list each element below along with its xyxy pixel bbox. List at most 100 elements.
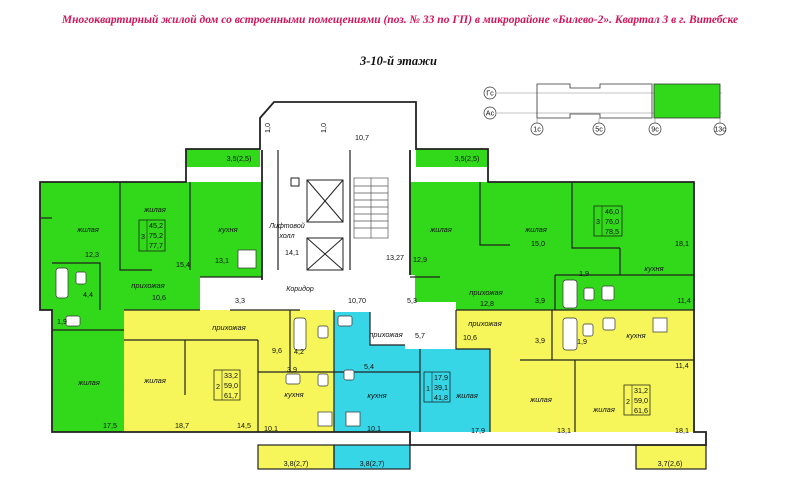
area-value: 4,4: [83, 290, 93, 299]
area-value: 5,7: [415, 331, 425, 340]
area-value: 10,6: [152, 293, 166, 302]
room-label-hall: прихожая: [469, 288, 502, 297]
bathroom-fixtures: [55, 249, 668, 427]
apartment-total-area-balcony: 41,8: [434, 393, 448, 402]
apartment-box-yellow-right: 2 31,2 59,0 61,6: [623, 384, 651, 416]
room-label-hall: прихожая: [468, 319, 501, 328]
area-value: 17,5: [103, 421, 117, 430]
area-value: 15,0: [531, 239, 545, 248]
area-value: 3,8(2,7): [284, 459, 309, 468]
axis-label-5: 5с: [595, 125, 603, 134]
room-label-lift-hall: Лифтовой: [268, 222, 305, 230]
area-value: 5,4: [364, 362, 374, 371]
apartment-living-area: 33,2: [224, 371, 238, 380]
room-label-living: жилая: [143, 205, 166, 214]
area-value: 12,8: [480, 299, 494, 308]
room-label-corridor: Коридор: [286, 285, 314, 293]
area-value: 14,5: [237, 421, 251, 430]
apartment-total-area: 76,0: [605, 217, 619, 226]
apartment-box-green-top-left: 3 45,2 75,2 77,7: [138, 219, 166, 252]
area-value: 1,9: [57, 317, 67, 326]
apartment-total-area-balcony: 78,5: [605, 227, 619, 236]
area-value: 10,1: [367, 424, 381, 433]
elevator-core: [290, 177, 344, 271]
area-value: 10,1: [264, 424, 278, 433]
axis-label-9: 9с: [651, 125, 659, 134]
area-value: 13,1: [215, 256, 229, 265]
apartment-rooms: 2: [216, 382, 220, 391]
area-value: 3,5(2,5): [227, 154, 252, 163]
area-value: 10,7: [355, 133, 369, 142]
room-label-living: жилая: [429, 225, 452, 234]
room-label-kitchen: кухня: [218, 225, 237, 234]
area-value: 11,4: [675, 361, 688, 370]
area-value: 3,7(2,6): [658, 459, 683, 468]
area-value: 3,9: [535, 296, 545, 305]
area-value: 14,1: [285, 248, 299, 257]
room-label-living: жилая: [143, 376, 166, 385]
room-label-hall: прихожая: [131, 281, 164, 290]
area-value: 11,4: [677, 296, 690, 305]
apartment-rooms: 2: [626, 397, 630, 406]
area-value: 18,7: [175, 421, 189, 430]
room-label-living: жилая: [524, 225, 547, 234]
area-value: 1,0: [263, 123, 272, 133]
apartment-total-area-balcony: 61,6: [634, 406, 648, 415]
area-value: 3,9: [287, 365, 297, 374]
area-value: 9,6: [272, 346, 282, 355]
room-label-living: жилая: [592, 405, 615, 414]
apartment-rooms: 3: [596, 217, 600, 226]
room-label-living: жилая: [76, 225, 99, 234]
area-value: 13,1: [557, 426, 571, 435]
room-label-hall: прихожая: [369, 330, 402, 339]
room-label-kitchen: кухня: [367, 391, 386, 400]
area-value: 18,1: [675, 426, 689, 435]
apartment-living-area: 46,0: [605, 207, 619, 216]
room-label-kitchen: кухня: [284, 390, 303, 399]
area-value: 3,3: [235, 296, 245, 305]
area-value: 18,1: [675, 239, 689, 248]
apartment-rooms: 1: [426, 384, 430, 393]
area-value: 12,9: [413, 255, 427, 264]
area-numbers: 1,0 1,0 10,7 3,5(2,5) 3,5(2,5) 12,3 15,4…: [57, 123, 691, 468]
apartment-total-area-balcony: 61,7: [224, 391, 238, 400]
area-value: 1,0: [319, 123, 328, 133]
apartment-box-cyan-center: 1 17,9 39,1 41,8: [423, 371, 451, 403]
room-label-kitchen: кухня: [644, 264, 663, 273]
apartment-total-area-balcony: 77,7: [149, 241, 163, 250]
axis-label-a: Ас: [486, 109, 495, 118]
apartment-total-area: 75,2: [149, 231, 163, 240]
area-value: 3,8(2,7): [360, 459, 385, 468]
axis-label-1: 1с: [533, 125, 541, 134]
apartment-rooms: 3: [141, 232, 145, 241]
area-value: 12,3: [85, 250, 99, 259]
axis-label-g: Гс: [486, 89, 494, 98]
staircase: [353, 177, 389, 239]
apartment-total-area: 59,0: [634, 396, 648, 405]
area-value: 17,9: [471, 426, 485, 435]
area-value: 1,9: [579, 269, 589, 278]
area-value: 1,9: [577, 337, 587, 346]
apartment-box-green-top-right: 3 46,0 76,0 78,5: [593, 205, 623, 237]
floor-subtitle: 3-10-й этажи: [360, 54, 438, 68]
room-label-living: жилая: [455, 391, 478, 400]
page-title: Многоквартирный жилой дом со встроенными…: [61, 14, 739, 26]
area-value: 10,6: [463, 333, 477, 342]
room-labels: жилая жилая кухня прихожая жилая Лифтово…: [76, 205, 663, 414]
apartment-living-area: 45,2: [149, 221, 163, 230]
area-value: 5,3: [407, 296, 417, 305]
room-label-hall: прихожая: [212, 323, 245, 332]
apartment-box-yellow-left: 2 33,2 59,0 61,7: [213, 369, 241, 401]
apartment-total-area: 59,0: [224, 381, 238, 390]
room-label-living: жилая: [77, 378, 100, 387]
area-value: 15,4: [176, 260, 190, 269]
area-value: 4,2: [294, 347, 304, 356]
area-value: 10,70: [348, 296, 366, 305]
room-label-living: жилая: [529, 395, 552, 404]
room-label-kitchen: кухня: [626, 331, 645, 340]
apartment-living-area: 31,2: [634, 386, 648, 395]
axis-label-13: 13с: [714, 125, 726, 134]
room-fills: [40, 149, 706, 469]
key-plan-highlight: [653, 83, 721, 119]
